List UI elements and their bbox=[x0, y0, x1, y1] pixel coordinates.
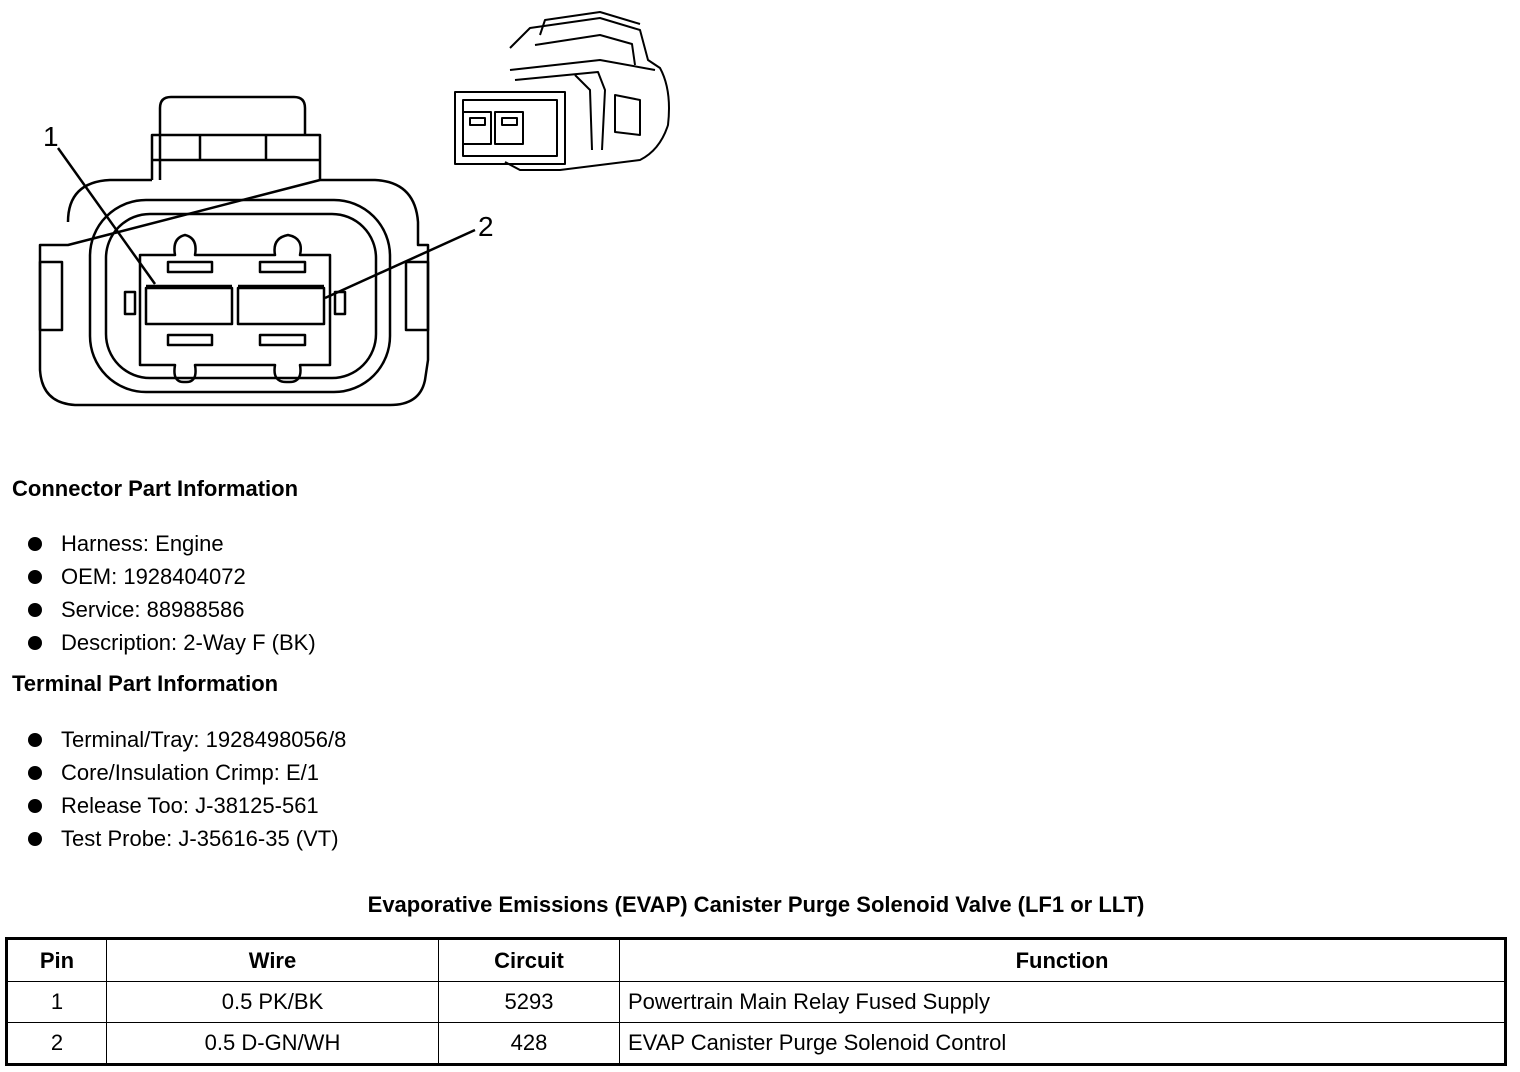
callout-1-leader bbox=[56, 147, 157, 285]
terminal-part-list: Terminal/Tray: 1928498056/8 Core/Insulat… bbox=[28, 723, 346, 855]
list-item: Test Probe: J-35616-35 (VT) bbox=[28, 822, 346, 855]
list-item: Harness: Engine bbox=[28, 527, 316, 560]
connector-latch bbox=[158, 95, 307, 180]
bullet-icon bbox=[28, 765, 42, 780]
connector-housing bbox=[38, 178, 430, 407]
header-wire: Wire bbox=[106, 938, 439, 982]
header-circuit: Circuit bbox=[438, 938, 620, 982]
callout-2-label: 2 bbox=[478, 211, 494, 242]
bullet-icon bbox=[28, 569, 42, 584]
connector-part-heading: Connector Part Information bbox=[12, 476, 299, 501]
bullet-icon bbox=[28, 831, 42, 846]
list-item: Service: 88988586 bbox=[28, 593, 316, 626]
header-pin: Pin bbox=[6, 938, 107, 982]
callout-2-leader bbox=[324, 228, 476, 300]
bullet-icon bbox=[28, 536, 42, 551]
bullet-icon bbox=[28, 732, 42, 747]
cell-circuit: 428 bbox=[438, 1022, 620, 1065]
cell-pin: 1 bbox=[6, 981, 107, 1023]
cell-function: EVAP Canister Purge Solenoid Control bbox=[619, 1022, 1506, 1065]
cell-circuit: 5293 bbox=[438, 981, 620, 1023]
cell-wire: 0.5 D-GN/WH bbox=[106, 1022, 439, 1065]
header-function: Function bbox=[619, 938, 1506, 982]
callout-1-label: 1 bbox=[43, 121, 59, 152]
table-header-row: Pin Wire Circuit Function bbox=[6, 938, 1506, 982]
list-item: Description: 2-Way F (BK) bbox=[28, 626, 316, 659]
connector-part-list: Harness: Engine OEM: 1928404072 Service:… bbox=[28, 527, 316, 659]
connector-3d-view bbox=[454, 11, 670, 171]
table-row: 2 0.5 D-GN/WH 428 EVAP Canister Purge So… bbox=[6, 1022, 1506, 1065]
bullet-icon bbox=[28, 798, 42, 813]
bullet-icon bbox=[28, 635, 42, 650]
terminal-cavity bbox=[138, 233, 332, 384]
connector-diagram: 1 2 bbox=[38, 11, 670, 407]
cell-wire: 0.5 PK/BK bbox=[106, 981, 439, 1023]
list-item: Terminal/Tray: 1928498056/8 bbox=[28, 723, 346, 756]
cell-pin: 2 bbox=[6, 1022, 107, 1065]
list-item: Core/Insulation Crimp: E/1 bbox=[28, 756, 346, 789]
list-item: OEM: 1928404072 bbox=[28, 560, 316, 593]
cell-function: Powertrain Main Relay Fused Supply bbox=[619, 981, 1506, 1023]
list-item: Release Too: J-38125-561 bbox=[28, 789, 346, 822]
table-title: Evaporative Emissions (EVAP) Canister Pu… bbox=[367, 892, 1145, 917]
pinout-table: Pin Wire Circuit Function 1 0.5 PK/BK 52… bbox=[5, 937, 1507, 1066]
terminal-part-heading: Terminal Part Information bbox=[12, 671, 279, 696]
bullet-icon bbox=[28, 602, 42, 617]
table-row: 1 0.5 PK/BK 5293 Powertrain Main Relay F… bbox=[6, 981, 1506, 1023]
